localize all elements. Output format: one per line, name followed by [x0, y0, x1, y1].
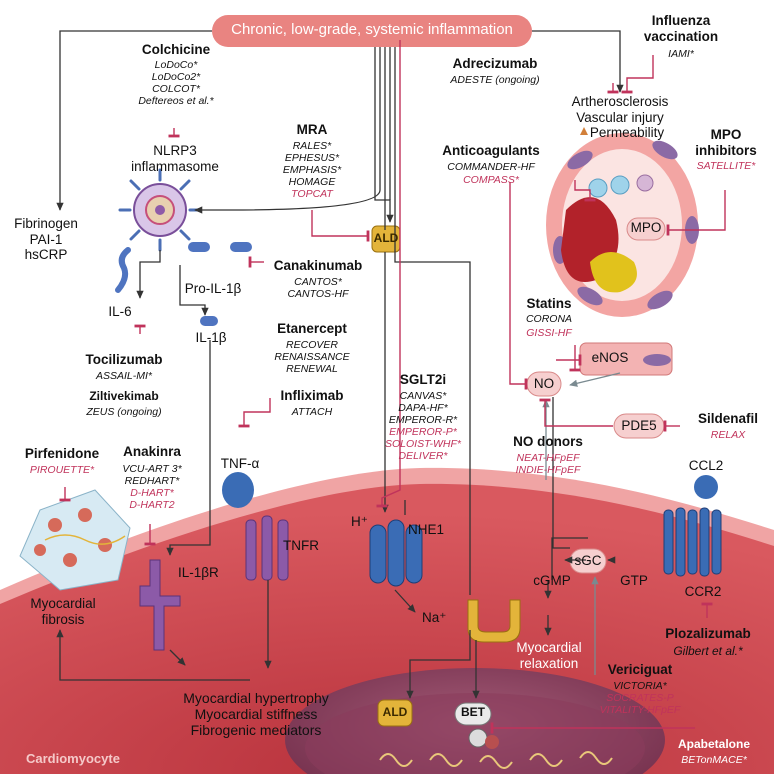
nlrp3-inflammasome — [133, 183, 187, 237]
pde5-label: PDE5 — [621, 418, 657, 433]
tnfa-label: TNF-α — [220, 456, 260, 471]
statins-trial-1: CORONA — [525, 313, 573, 325]
tocilizumab-trial: ASSAIL-MI* — [95, 370, 153, 382]
canakinumab-title: Canakinumab — [273, 258, 363, 273]
enos-label: eNOS — [591, 350, 629, 365]
il6-label: IL-6 — [108, 304, 132, 319]
dna-strands — [379, 751, 613, 769]
header-pill — [212, 15, 532, 47]
mra-trials: RALES* EPHESUS* EMPHASIS* HOMAGE TOPCAT — [282, 140, 342, 201]
colchicine-trials: LoDoCo* LoDoCo2* COLCOT* Deftereos et al… — [138, 59, 213, 107]
ald-receptor — [467, 599, 521, 643]
trial-deftereos: Deftereos et al.* — [138, 95, 214, 108]
nhe1-transporter — [369, 519, 423, 587]
trial-lodoco: LoDoCo* — [154, 59, 198, 71]
infliximab-title: Infliximab — [280, 388, 344, 403]
etanercept-trials: RECOVER RENAISSANCE RENEWAL — [274, 339, 350, 376]
h-ion-label: H⁺ — [351, 514, 368, 529]
blood-vessel — [546, 133, 699, 317]
athero-label: Artherosclerosis Vascular injury Permeab… — [571, 94, 669, 141]
plozalizumab-trial: Gilbert et al.* — [673, 644, 743, 658]
inhibit-lines — [59, 40, 726, 734]
il1br-receptor — [139, 559, 181, 651]
tocilizumab-title: Tocilizumab — [85, 352, 163, 367]
tnfr-label: TNFR — [283, 538, 319, 553]
ccl2-molecule — [694, 475, 718, 499]
relaxation-label: Myocardial relaxation — [516, 640, 582, 671]
ccr2-label: CCR2 — [684, 584, 722, 599]
apabetalone-trial: BETonMACE* — [681, 754, 747, 766]
gtp-label: GTP — [620, 573, 648, 588]
statins-trial-2: GISSI-HF — [526, 327, 572, 339]
mpo-label: MPO — [630, 220, 662, 235]
influenza-title: Influenza vaccination — [643, 13, 719, 44]
canakinumab-trials: CANTOS* CANTOS-HF — [287, 276, 349, 301]
nlrp3-label: NLRP3 inflammasome — [131, 143, 219, 174]
ald-box-nucleus — [377, 699, 413, 727]
tnfr-receptor — [245, 515, 289, 581]
anticoagulants-trial-2: COMPASS* — [463, 174, 519, 186]
pirfenidone-title: Pirfenidone — [24, 446, 100, 461]
sgc-label: sGC — [574, 553, 602, 568]
ald-label: ALD — [373, 231, 399, 245]
fibrinogen-label: Fibrinogen PAI-1 hsCRP — [14, 216, 78, 263]
sglt2i-title: SGLT2i — [399, 372, 447, 387]
etanercept-title: Etanercept — [277, 321, 347, 336]
tnf-alpha-molecule — [222, 472, 254, 508]
colchicine-title: Colchicine — [141, 42, 211, 57]
infliximab-trial: ATTACH — [291, 406, 333, 418]
no-label: NO — [533, 376, 555, 391]
outcomes-label: Myocardial hypertrophy Myocardial stiffn… — [183, 690, 329, 739]
apabetalone-title: Apabetalone — [677, 737, 751, 751]
fibrosis-label: Myocardial fibrosis — [30, 596, 96, 627]
bet-box — [454, 702, 492, 726]
sglt2i-trials: CANVAS* DAPA-HF* EMPEROR-R* EMPEROR-P* S… — [384, 390, 462, 463]
connector-lines — [56, 30, 624, 699]
ziltivekimab-trial: ZEUS (ongoing) — [86, 406, 162, 418]
anticoagulants-title: Anticoagulants — [442, 143, 540, 158]
nlrp3-spokes — [118, 168, 202, 252]
bet-label: BET — [461, 705, 485, 719]
na-ion-label: Na⁺ — [422, 610, 447, 625]
ccr2-receptor — [663, 507, 722, 577]
il1br-label: IL-1βR — [178, 565, 219, 580]
pirfenidone-trial: PIROUETTE* — [29, 464, 95, 476]
ald-nucleus-label: ALD — [382, 705, 408, 719]
ccl2-label: CCL2 — [688, 458, 724, 473]
sildenafil-trial: RELAX — [710, 429, 746, 441]
mpo-box — [626, 217, 666, 241]
vericiguat-title: Vericiguat — [607, 662, 673, 677]
adrecizumab-trial: ADESTE (ongoing) — [450, 74, 540, 86]
mpo-inhibitors-title: MPO inhibitors — [695, 127, 757, 158]
cgmp-label: cGMP — [533, 573, 571, 588]
anticoagulants-trial-1: COMMANDER-HF — [447, 161, 535, 173]
header-title: Chronic, low-grade, systemic inflammatio… — [231, 21, 513, 38]
statins-title: Statins — [526, 296, 572, 311]
anakinra-title: Anakinra — [123, 444, 181, 459]
pro-il1b-label: Pro-IL-1β — [184, 281, 242, 296]
vericiguat-trials: VICTORIA* SOCRATES-P VITALITY-HFpEF — [599, 680, 681, 717]
mra-title: MRA — [296, 122, 328, 137]
trial-lodoco2: LoDoCo2* — [151, 71, 201, 84]
sildenafil-title: Sildenafil — [697, 411, 759, 426]
mpo-inhibitors-trial: SATELLITE* — [696, 160, 756, 172]
il1b-label: IL-1β — [195, 330, 227, 345]
trial-colcot: COLCOT* — [152, 83, 200, 96]
nhe1-label: NHE1 — [408, 522, 445, 537]
no-donors-trials: NEAT-HFpEF INDIE-HFpEF — [515, 452, 581, 477]
plozalizumab-title: Plozalizumab — [665, 626, 751, 641]
fibrosis-cells — [19, 489, 131, 591]
no-donors-title: NO donors — [513, 434, 583, 449]
anakinra-trials: VCU-ART 3* REDHART* D-HART* D-HART2 — [122, 463, 182, 512]
ziltivekimab-title: Ziltivekimab — [89, 389, 159, 403]
adrecizumab-title: Adrecizumab — [452, 56, 538, 71]
cardiomyocyte-label: Cardiomyocyte — [26, 751, 120, 766]
influenza-trial: IAMI* — [668, 48, 694, 60]
